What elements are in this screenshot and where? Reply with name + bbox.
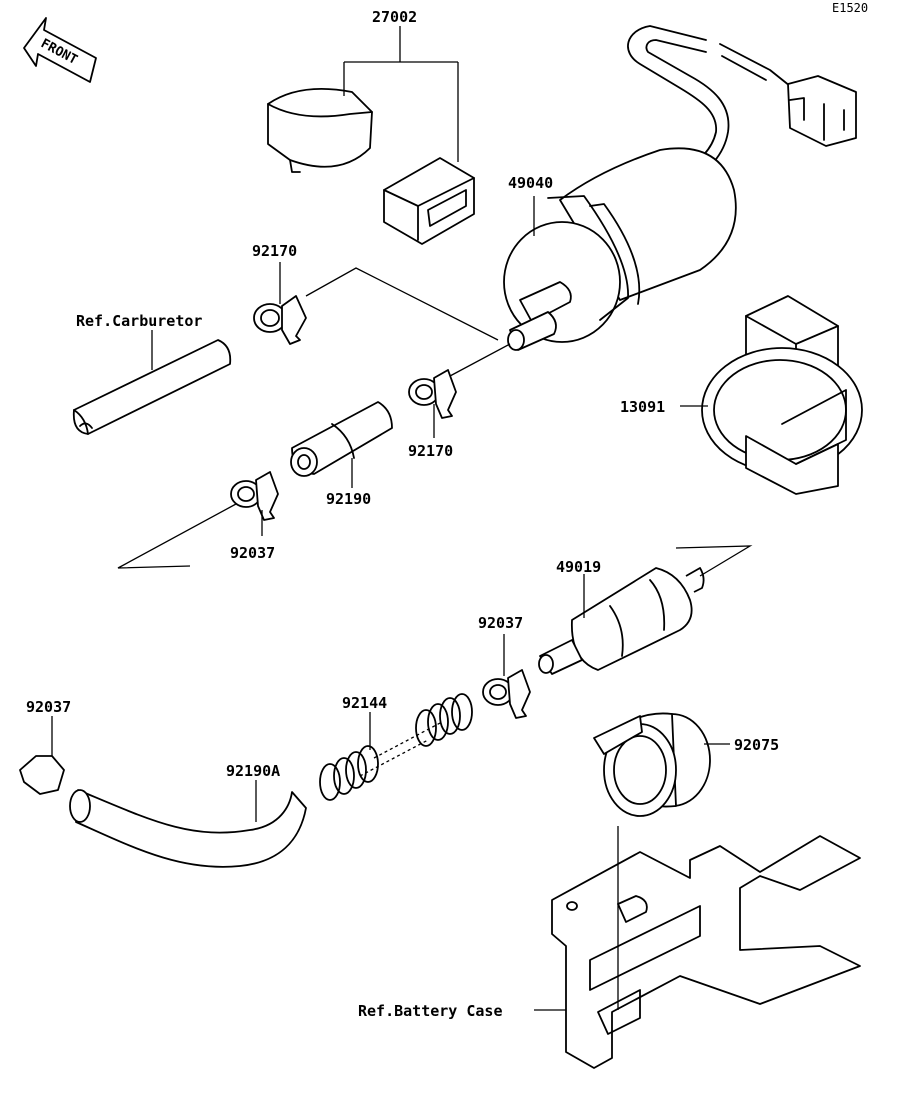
battery-case-bracket <box>534 826 861 1069</box>
fuel-filter-49019 <box>538 545 753 675</box>
part-label-92037-mid: 92037 <box>230 544 275 562</box>
hose-joint-92190 <box>290 401 393 488</box>
clamp-92170-upper <box>253 262 499 345</box>
part-label-92075: 92075 <box>734 736 779 754</box>
part-label-92037-left: 92037 <box>26 698 71 716</box>
clamp-92037-mid <box>117 471 279 569</box>
clamp-92037-left <box>19 716 65 795</box>
clamp-92170-lower <box>408 343 511 438</box>
fuel-pump-49040 <box>503 25 857 351</box>
part-label-92170-lower: 92170 <box>408 442 453 460</box>
part-label-49040: 49040 <box>508 174 553 192</box>
part-label-27002: 27002 <box>372 8 417 26</box>
battery-case-reference: Ref.Battery Case <box>358 1002 503 1020</box>
relay-27002 <box>267 26 475 245</box>
front-arrow-icon: FRONT <box>23 17 97 83</box>
carburetor-reference: Ref.Carburetor <box>76 312 202 330</box>
damper-92075 <box>593 712 730 817</box>
part-label-92170-upper: 92170 <box>252 242 297 260</box>
part-label-13091: 13091 <box>620 398 665 416</box>
part-label-92190: 92190 <box>326 490 371 508</box>
bracket-13091 <box>680 295 863 495</box>
clamp-92037-filter <box>482 634 531 719</box>
part-label-92037-filter: 92037 <box>478 614 523 632</box>
part-label-92190A: 92190A <box>226 762 280 780</box>
part-label-92144: 92144 <box>342 694 387 712</box>
hose-92190A <box>69 780 307 868</box>
part-label-49019: 49019 <box>556 558 601 576</box>
spring-92144 <box>319 693 473 801</box>
diagram-code: E1520 <box>832 1 868 15</box>
carburetor-hose <box>72 330 232 435</box>
